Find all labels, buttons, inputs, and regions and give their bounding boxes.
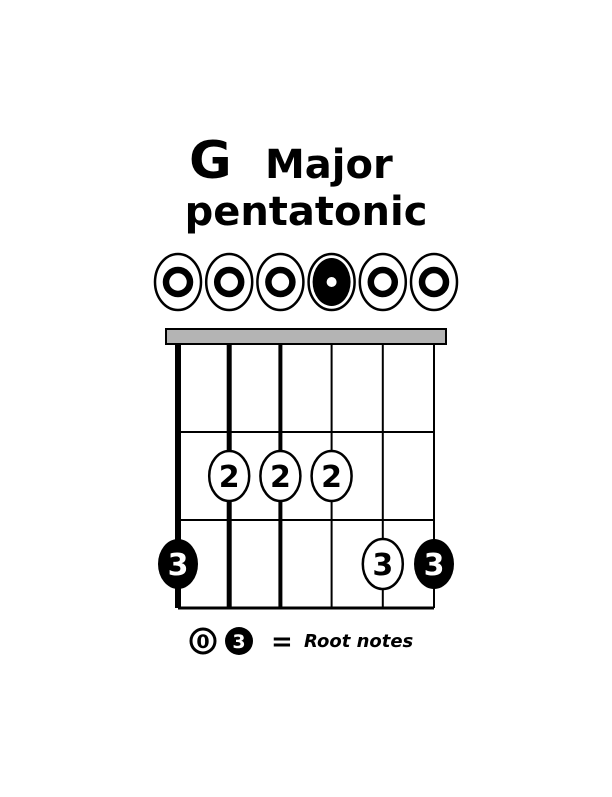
note-string-4-fret-2 bbox=[259, 449, 302, 503]
note-string-2-fret-3 bbox=[361, 537, 405, 591]
finger-label-string-6: 3 bbox=[168, 548, 189, 583]
open-string-5-ring bbox=[213, 266, 245, 298]
fretboard bbox=[165, 328, 447, 610]
finger-label-string-1: 3 bbox=[424, 548, 445, 583]
finger-label-string-3: 2 bbox=[321, 460, 342, 495]
open-string-4-ring bbox=[265, 266, 296, 298]
legend-open-root-marker bbox=[189, 627, 217, 655]
note-string-6-fret-3-root bbox=[158, 539, 198, 589]
finger-label-string-4: 2 bbox=[270, 460, 291, 495]
note-string-5-fret-2 bbox=[207, 449, 251, 503]
nut bbox=[165, 328, 447, 345]
open-string-markers bbox=[153, 252, 459, 312]
legend-fretted-root-label: 3 bbox=[232, 631, 245, 653]
legend-fretted-root-marker bbox=[225, 627, 253, 655]
note-string-1-fret-3-root bbox=[414, 539, 454, 589]
title-line-1: Major bbox=[265, 142, 393, 188]
open-string-1-ring bbox=[418, 266, 450, 298]
finger-label-string-5: 2 bbox=[219, 460, 240, 495]
title-line-2: pentatonic bbox=[185, 189, 428, 235]
legend-equals: = bbox=[271, 627, 293, 657]
legend-label: Root notes bbox=[304, 631, 414, 652]
title-key: G bbox=[189, 131, 232, 191]
open-string-6-ring bbox=[162, 266, 194, 298]
open-string-3-root-dot bbox=[326, 277, 337, 287]
note-string-3-fret-2 bbox=[310, 449, 353, 503]
legend-open-root-label: 0 bbox=[196, 631, 209, 653]
open-string-2-ring bbox=[367, 266, 399, 298]
legend: 0 3 = Root notes bbox=[189, 627, 414, 657]
finger-label-string-2: 3 bbox=[372, 548, 393, 583]
